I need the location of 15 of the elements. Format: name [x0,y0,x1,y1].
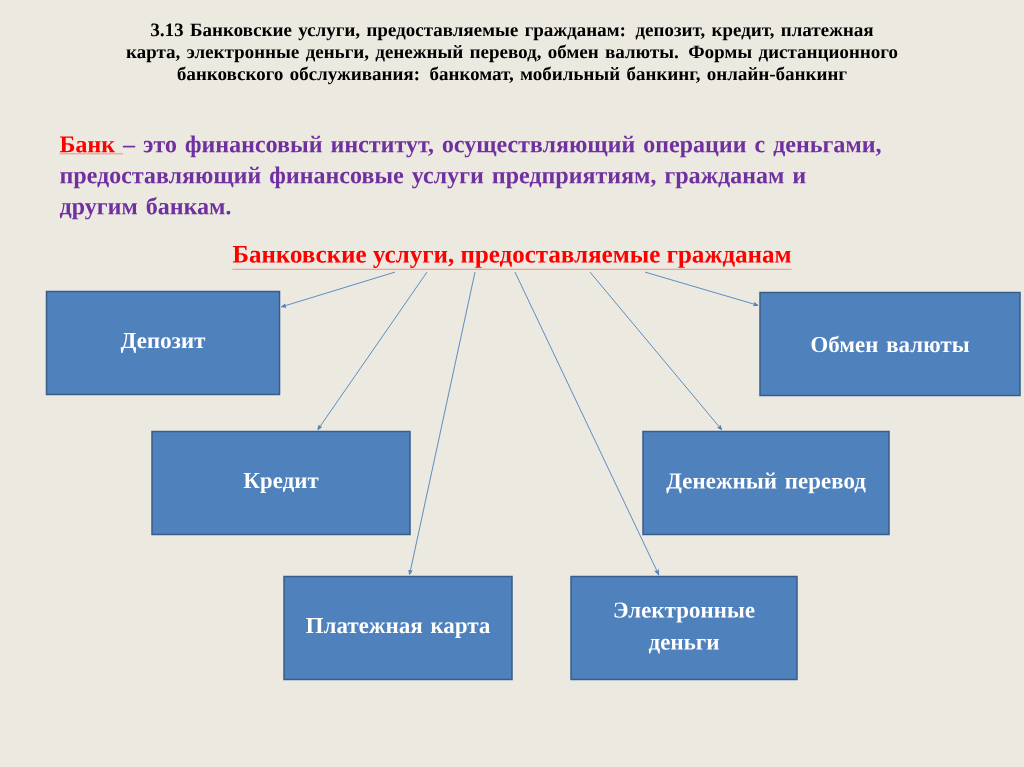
arrow [644,271,759,307]
service-box: Обмен валюты [759,291,1021,397]
heading: Банковские услуги, предоставляемые гражданам [232,246,792,270]
service-box: Денежный перевод [642,430,890,536]
title: 3.13 Банковские услуги, предоставляемые гражданам: депозит, кредит, платежная карта, электронные деньги, денежный перевод, обмен валюты. Формы дистанционного банковского обслуживания: банкомат, мобильный банкинг, онлайн-банкинг [126,23,898,85]
service-box: Электронные деньги [570,575,798,681]
arrow [514,271,660,576]
arrow [317,271,428,431]
service-box: Платежная карта [283,575,513,681]
definition-text: Банк – это финансовый институт, осуществляющий операции с деньгами, предоставляющий финансовые услуги предприятиям, гражданам и другим банкам. [59,135,881,220]
service-box: Кредит [151,430,411,536]
arrow [281,271,396,308]
arrow [408,271,476,575]
arrow [589,271,723,431]
service-box: Депозит [45,290,281,396]
